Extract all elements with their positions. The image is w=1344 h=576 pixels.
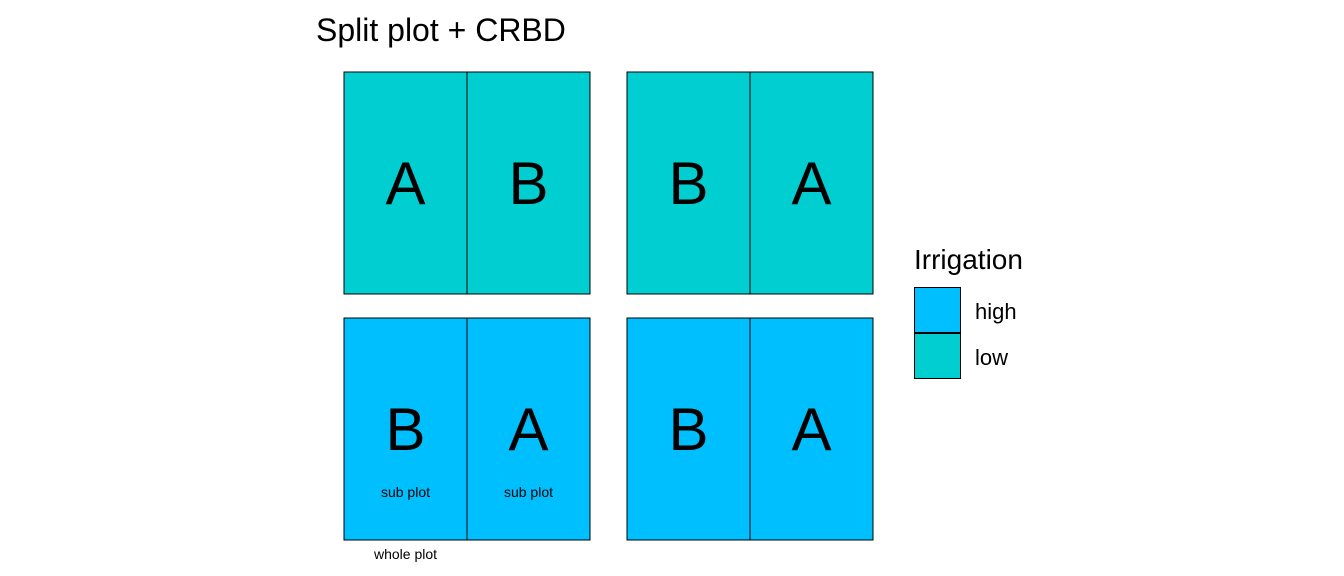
subplot-treatment-label: B — [668, 150, 708, 217]
subplot-cell — [343, 317, 468, 541]
legend-swatch-low — [914, 333, 961, 379]
subplot-cell — [343, 71, 468, 295]
subplot-cell — [626, 317, 751, 541]
subplot-cell — [626, 71, 751, 295]
subplot-cell — [466, 71, 591, 295]
legend-label-high: high — [975, 299, 1017, 324]
subplot-cell — [749, 71, 874, 295]
subplot-treatment-label: A — [385, 150, 425, 217]
whole-plot-annotation: whole plot — [373, 546, 437, 562]
legend-swatch-high — [914, 287, 961, 333]
subplot-treatment-label: B — [668, 396, 708, 463]
subplot-annotation: sub plot — [381, 484, 430, 500]
subplot-annotation: sub plot — [504, 484, 553, 500]
legend-label-low: low — [975, 345, 1009, 370]
subplot-treatment-label: B — [385, 396, 425, 463]
subplot-treatment-label: A — [791, 396, 831, 463]
subplot-treatment-label: B — [508, 150, 548, 217]
legend-title: Irrigation — [914, 244, 1023, 275]
subplot-cell — [466, 317, 591, 541]
subplot-cell — [749, 317, 874, 541]
subplot-treatment-label: A — [791, 150, 831, 217]
diagram-title: Split plot + CRBD — [316, 12, 566, 48]
subplot-treatment-label: A — [508, 396, 548, 463]
